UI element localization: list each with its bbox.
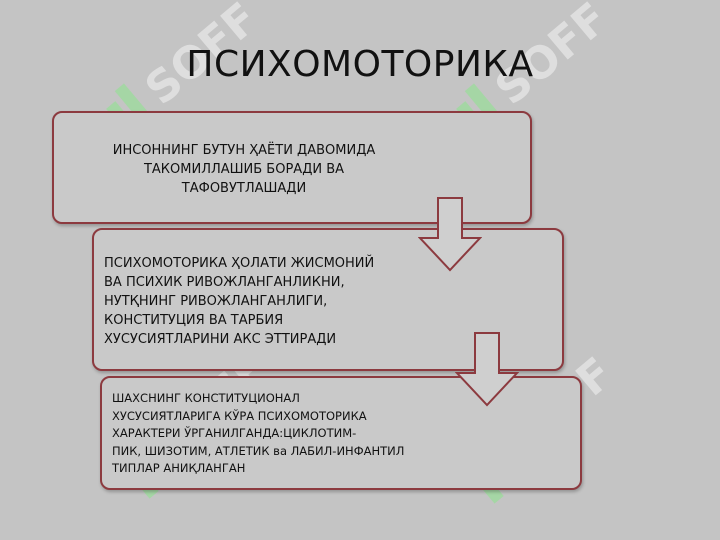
flow-box-3: ШАХСНИНГ КОНСТИТУЦИОНАЛ ХУСУСИЯТЛАРИГА К… bbox=[100, 376, 582, 490]
slide-title: ПСИХОМОТОРИКА bbox=[186, 44, 534, 85]
flow-box-3-text: ШАХСНИНГ КОНСТИТУЦИОНАЛ ХУСУСИЯТЛАРИГА К… bbox=[112, 391, 405, 475]
flow-box-1: ИНСОННИНГ БУТУН ҲАЁТИ ДАВОМИДА ТАКОМИЛЛА… bbox=[52, 111, 532, 224]
flow-box-1-text: ИНСОННИНГ БУТУН ҲАЁТИ ДАВОМИДА ТАКОМИЛЛА… bbox=[112, 143, 376, 196]
down-arrow-1 bbox=[418, 197, 482, 272]
down-arrow-2 bbox=[455, 332, 519, 407]
flow-box-2-text: ПСИХОМОТОРИКА ҲОЛАТИ ЖИСМОНИЙ ВА ПСИХИК … bbox=[104, 256, 375, 347]
